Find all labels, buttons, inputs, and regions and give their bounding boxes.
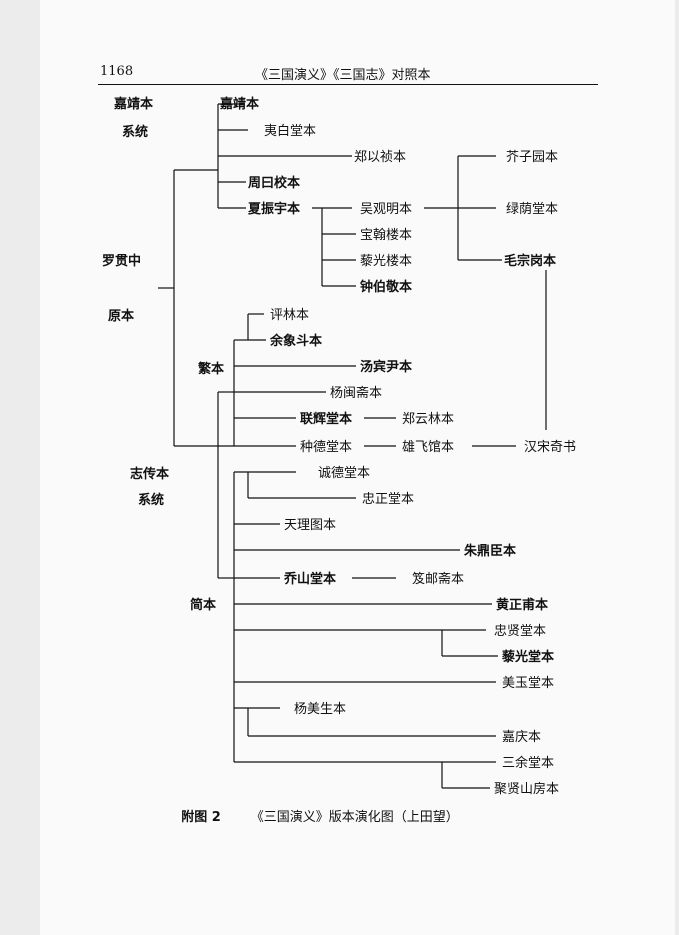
- node-liguangtang: 藜光堂本: [501, 649, 554, 665]
- node-zhudingchen: 朱鼎臣本: [463, 543, 516, 559]
- node-jieziyuan: 芥子园本: [506, 150, 558, 165]
- node-meiyutang: 美玉堂本: [502, 676, 554, 691]
- node-jiajingben: 嘉靖本: [219, 96, 259, 112]
- node-zhengyizhen: 郑以祯本: [354, 150, 406, 165]
- node-huangzhengfu: 黄正甫本: [496, 597, 548, 613]
- node-baohanlou: 宝翰楼本: [360, 228, 412, 243]
- node-pinglin: 评林本: [270, 308, 309, 323]
- running-header-title: 《三国演义》《三国志》对照本: [255, 68, 431, 83]
- node-jiaqing: 嘉庆本: [502, 730, 541, 745]
- node-luyintang: 绿荫堂本: [506, 202, 558, 217]
- node-sanyutang: 三余堂本: [502, 755, 554, 771]
- page-number: 1168: [100, 64, 134, 79]
- node-tangbinyin: 汤宾尹本: [360, 359, 412, 375]
- zhizhuan-system-label-line1: 志传本: [130, 466, 169, 482]
- node-juxianshanfang: 聚贤山房本: [494, 781, 559, 797]
- jianben-label: 简本: [190, 597, 216, 613]
- node-zhongxiantang: 忠贤堂本: [494, 624, 546, 639]
- root-label-line2: 原本: [108, 308, 134, 324]
- figure-caption: 附图 2 《三国演义》版本演化图（上田望）: [40, 806, 600, 825]
- node-yuxiangdou: 余象斗本: [269, 333, 322, 349]
- edition-evolution-tree: 罗贯中 原本 嘉靖本 系统 志传本 系统 繁本 简本 嘉靖本 夷白堂本 郑以祯本…: [102, 96, 576, 797]
- node-liguanglou: 藜光楼本: [360, 254, 412, 269]
- node-maozonggang: 毛宗岗本: [504, 253, 556, 269]
- node-chengdetang: 诚德堂本: [318, 466, 370, 481]
- zhizhuan-system-label-line2: 系统: [138, 492, 164, 508]
- node-zhongbojing: 钟伯敬本: [360, 279, 412, 295]
- root-label-line1: 罗贯中: [102, 253, 141, 269]
- figure-number: 附图 2: [181, 810, 221, 825]
- jiajing-system-label-line2: 系统: [122, 124, 148, 140]
- book-page: 1168 《三国演义》《三国志》对照本 罗贯中 原本 嘉靖本 系统 志传本 系统…: [40, 0, 675, 935]
- node-qiaoshantang: 乔山堂本: [283, 571, 336, 587]
- node-zhongdetang: 种德堂本: [300, 440, 352, 455]
- node-zhouyue: 周曰校本: [248, 175, 300, 191]
- fanben-label: 繁本: [198, 361, 224, 377]
- node-xiongfeiguan: 雄飞馆本: [402, 440, 454, 455]
- node-yangmeisheng: 杨美生本: [294, 702, 346, 717]
- node-tianlitu: 天理图本: [284, 518, 336, 533]
- node-xiazhenyu: 夏振宇本: [247, 201, 300, 217]
- node-lianhuitang: 联辉堂本: [300, 411, 352, 427]
- node-hansongqishu: 汉宋奇书: [524, 439, 576, 455]
- header-rule: [98, 84, 598, 85]
- node-yibaitang: 夷白堂本: [264, 123, 316, 139]
- node-wuguanming: 吴观明本: [360, 202, 412, 217]
- node-zhongzhengtang: 忠正堂本: [362, 492, 414, 507]
- figure-caption-text: 《三国演义》版本演化图（上田望）: [250, 810, 459, 825]
- node-jiyouzhai: 笈邮斋本: [412, 571, 464, 587]
- jiajing-system-label-line1: 嘉靖本: [113, 96, 153, 112]
- node-zhengyunlin: 郑云林本: [402, 412, 454, 427]
- node-yangminzhai: 杨闽斋本: [330, 385, 382, 401]
